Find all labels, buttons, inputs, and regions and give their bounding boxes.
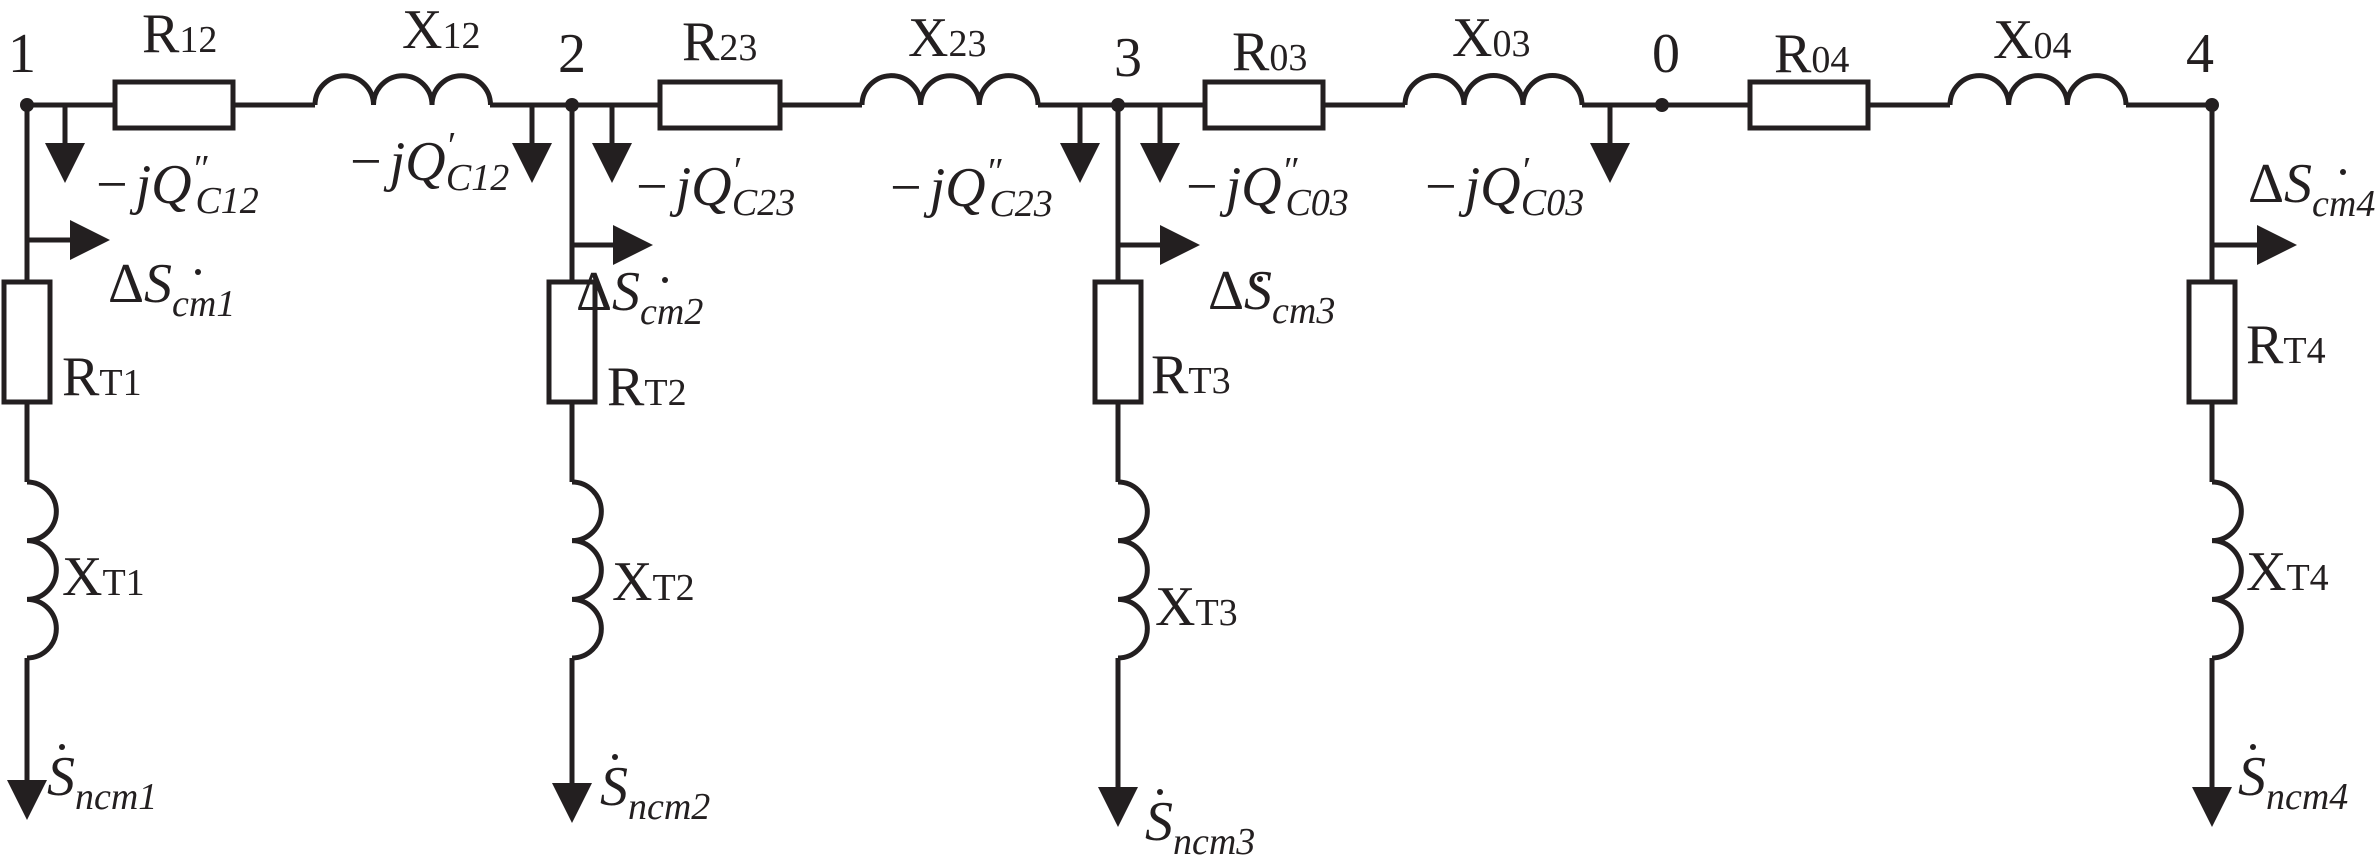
load-label-1: Sncm1 [47, 746, 157, 818]
load-label-4: Sncm4 [2238, 746, 2348, 818]
label-xt2: XT2 [612, 551, 695, 613]
label-xt1: XT1 [62, 546, 145, 608]
label-rt1: RT1 [62, 346, 142, 408]
label-r12: R12 [142, 3, 217, 65]
inductor-x04 [1947, 73, 2129, 106]
charging-arrows [45, 105, 1630, 183]
core-loss-label-1: ΔScm1 [108, 253, 235, 325]
label-r04: R04 [1774, 23, 1849, 85]
resistor-rt4 [2186, 279, 2238, 405]
node-labels: 1 2 3 0 4 [8, 23, 2214, 89]
label-x03: X03 [1452, 7, 1530, 69]
label-r03: R03 [1232, 21, 1307, 83]
series-inductors [312, 73, 2129, 106]
core-loss-label-4: ΔScm4 [2248, 153, 2375, 225]
node-label-0: 0 [1652, 23, 1680, 85]
label-rt3: RT3 [1151, 344, 1231, 406]
load-labels: Sncm1 Sncm2 Sncm3 Sncm4 [47, 746, 2348, 859]
overdots [59, 169, 2346, 795]
node-label-2: 2 [558, 23, 586, 85]
node-label-4: 4 [2186, 23, 2214, 85]
node-label-3: 3 [1114, 27, 1142, 89]
line-element-labels: R12 X12 R23 X23 R03 X03 R04 X04 [142, 0, 2071, 85]
label-x12: X12 [402, 0, 480, 61]
charging-label-4: −jQ″C23 [890, 151, 1053, 225]
label-xt4: XT4 [2246, 541, 2329, 603]
resistor-r23 [657, 79, 783, 131]
label-x23: X23 [908, 7, 986, 69]
charging-labels: −jQ″C12 −jQ′C12 −jQ′C23 −jQ″C23 −jQ″C03 … [96, 125, 1584, 225]
label-rt4: RT4 [2246, 314, 2326, 376]
core-loss-label-2: ΔScm2 [576, 261, 703, 333]
transformer-branches [1, 105, 2244, 827]
label-r23: R23 [682, 11, 757, 73]
inductor-x03 [1402, 73, 1585, 106]
load-label-2: Sncm2 [600, 756, 710, 828]
resistor-rt1 [1, 279, 53, 405]
series-resistors [112, 79, 1871, 131]
resistor-r03 [1202, 79, 1326, 131]
resistor-r12 [112, 79, 236, 131]
charging-label-6: −jQ′C03 [1425, 150, 1584, 224]
label-rt2: RT2 [607, 356, 687, 418]
core-loss-labels: ΔScm1 ΔScm2 ΔScm3 ΔScm4 [108, 153, 2375, 333]
core-loss-arrows [27, 220, 2297, 265]
label-xt3: XT3 [1155, 576, 1238, 638]
label-x04: X04 [1993, 9, 2071, 71]
node-label-1: 1 [8, 23, 36, 85]
node-dot-0 [1655, 98, 1669, 112]
charging-label-2: −jQ′C12 [350, 125, 509, 199]
inductor-xt3 [1117, 479, 1150, 661]
inductor-xt2 [571, 479, 604, 661]
core-loss-label-3: ΔScm3 [1208, 260, 1335, 332]
resistor-rt3 [1092, 279, 1144, 405]
inductor-x23 [859, 73, 1041, 106]
charging-label-1: −jQ″C12 [96, 148, 259, 222]
inductor-xt4 [2211, 479, 2244, 661]
resistor-rt2 [546, 279, 598, 405]
load-label-3: Sncm3 [1145, 791, 1255, 859]
charging-label-5: −jQ″C03 [1186, 150, 1349, 224]
inductor-xt1 [26, 479, 59, 661]
charging-label-3: −jQ′C23 [636, 150, 795, 224]
inductor-x12 [312, 73, 493, 106]
transformer-labels: RT1 XT1 RT2 XT2 RT3 XT3 RT4 XT4 [62, 314, 2329, 638]
resistor-r04 [1747, 79, 1871, 131]
